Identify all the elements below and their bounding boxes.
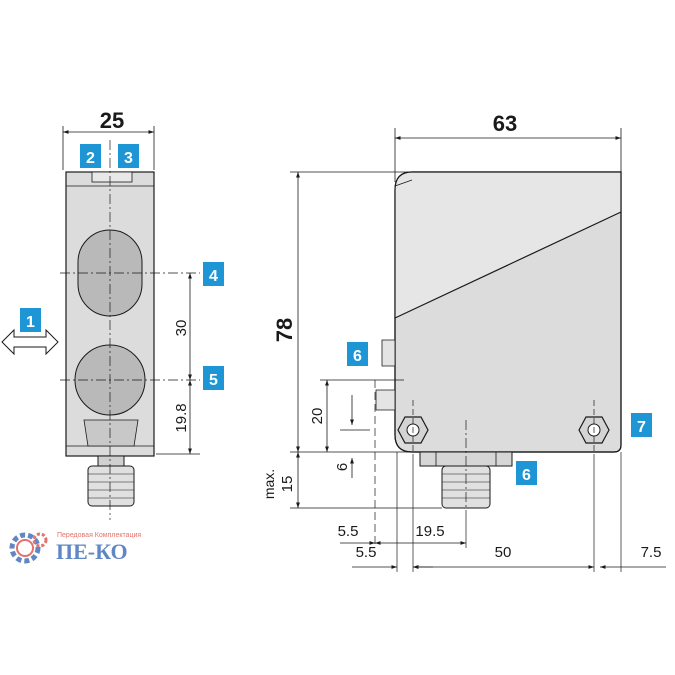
front-width-dim: 25 xyxy=(100,108,124,133)
callout-5: 5 xyxy=(203,366,224,390)
side-height-dim: 78 xyxy=(272,318,297,342)
side-dim-15: 15 xyxy=(279,476,296,493)
callout-3: 3 xyxy=(118,144,139,168)
side-dim-max: max. xyxy=(261,469,277,499)
front-connector-nut xyxy=(97,455,125,467)
side-dim-5-5-b: 5.5 xyxy=(356,544,377,561)
front-view: 25 30 19.8 xyxy=(1,108,200,520)
front-dim-30: 30 xyxy=(173,320,190,337)
callout-1: 1 xyxy=(20,308,41,332)
side-dim-50: 50 xyxy=(495,544,512,561)
svg-text:4: 4 xyxy=(209,268,218,285)
svg-text:3: 3 xyxy=(124,150,133,167)
front-connector xyxy=(87,465,135,507)
svg-text:2: 2 xyxy=(86,150,95,167)
logo-brand: ПЕ-КО xyxy=(56,539,128,564)
callout-6-side: 6 xyxy=(347,342,368,366)
svg-text:6: 6 xyxy=(522,467,531,484)
side-dim-6: 6 xyxy=(334,463,351,471)
side-dim-19-5: 19.5 xyxy=(415,523,444,540)
gear-icon xyxy=(9,532,48,564)
svg-text:7: 7 xyxy=(637,419,646,436)
svg-text:1: 1 xyxy=(26,314,35,331)
svg-text:5: 5 xyxy=(209,372,218,389)
front-dim-19-8: 19.8 xyxy=(173,403,190,432)
side-dim-7-5: 7.5 xyxy=(641,544,662,561)
logo-tagline: Передовая Комплектация xyxy=(57,532,141,539)
side-width-dim: 63 xyxy=(493,111,517,136)
side-view: 63 78 xyxy=(261,111,666,572)
peko-logo: Передовая Комплектация ПЕ-КО xyxy=(9,532,141,564)
side-dim-5-5-a: 5.5 xyxy=(338,523,359,540)
callout-2: 2 xyxy=(80,144,101,168)
double-arrow-icon xyxy=(1,328,59,356)
cover-edge xyxy=(394,211,622,319)
svg-text:6: 6 xyxy=(353,348,362,365)
callout-6-bottom: 6 xyxy=(516,461,537,485)
side-dim-20: 20 xyxy=(309,408,326,425)
callout-7: 7 xyxy=(631,413,652,437)
callout-4: 4 xyxy=(203,262,224,286)
